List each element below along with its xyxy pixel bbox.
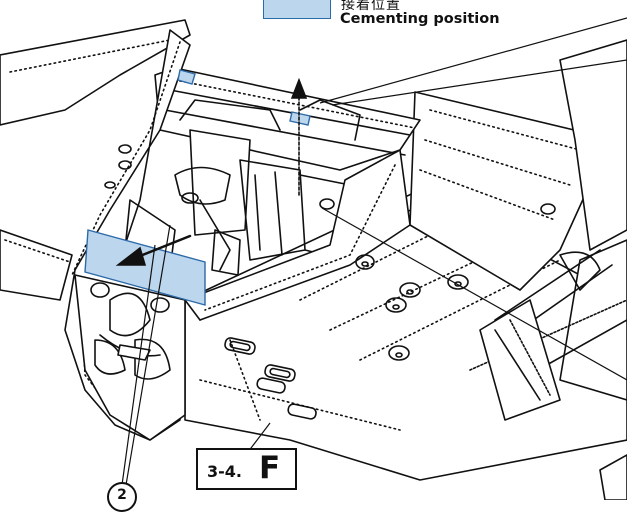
leader-cementing-1 (319, 17, 627, 104)
left-arrow-shaft (133, 234, 192, 260)
step-label-box: 3-4. F (196, 448, 297, 490)
cementing-area-top-left (177, 69, 196, 85)
cementing-legend-swatch (263, 0, 331, 19)
leader-callout-b (121, 244, 156, 486)
cementing-legend-label-jp: 接着位置 (341, 0, 401, 13)
up-arrow-head (290, 77, 308, 99)
leader-step (247, 422, 271, 453)
cementing-legend-label-en: Cementing position (340, 11, 500, 27)
step-letter: F (259, 450, 281, 486)
left-arrow-head (115, 246, 147, 266)
step-number: 3-4. (207, 462, 242, 481)
leader-callout-a (125, 224, 171, 486)
cementing-area-top-right (289, 111, 311, 126)
leader-cementing-2 (331, 59, 627, 106)
leader-right (321, 207, 627, 381)
part-callout: 2 (107, 482, 137, 512)
assembly-diagram (0, 17, 627, 500)
part-callout-number: 2 (117, 487, 127, 503)
